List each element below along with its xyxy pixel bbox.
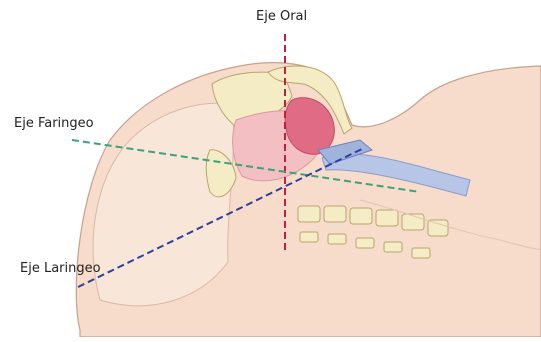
vertebra [298, 206, 320, 222]
skull-cranium [93, 103, 234, 306]
pharyngeal-axis-label: Eje Faringeo [14, 117, 94, 130]
vertebra-body [300, 232, 318, 242]
vertebra-body [412, 248, 430, 258]
vertebra-body [328, 234, 346, 244]
vertebra [428, 220, 448, 236]
oral-axis-label: Eje Oral [256, 10, 307, 23]
vertebra [402, 214, 424, 230]
vertebra [350, 208, 372, 224]
vertebra [376, 210, 398, 226]
vertebra [324, 206, 346, 222]
vertebra-body [384, 242, 402, 252]
laryngeal-axis-label: Eje Laringeo [20, 262, 101, 275]
vertebra-body [356, 238, 374, 248]
